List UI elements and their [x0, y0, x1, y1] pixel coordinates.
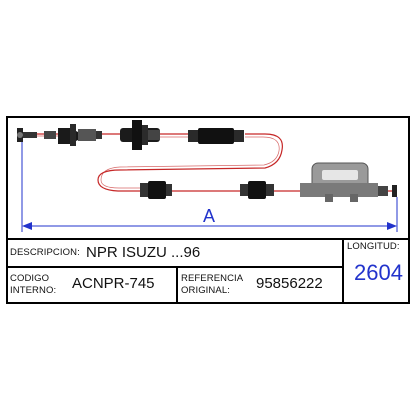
dimension-a-label: A — [203, 206, 215, 226]
lower-left-sleeve — [140, 181, 172, 199]
title-block — [6, 238, 410, 304]
title-block-divider-horizontal — [6, 266, 344, 268]
length-label: LONGITUD: — [347, 241, 400, 252]
right-end-fitting — [378, 185, 397, 197]
lower-middle-sleeve — [240, 181, 274, 199]
internal-code-value: ACNPR-745 — [72, 275, 155, 292]
firewall-grommet — [120, 120, 160, 150]
title-block-divider-codes — [176, 266, 178, 304]
description-label: DESCRIPCION: — [10, 247, 80, 258]
original-ref-value: 95856222 — [256, 275, 323, 292]
original-ref-label-line2: ORIGINAL: — [181, 285, 230, 296]
title-block-divider-length — [342, 238, 344, 304]
internal-code-label-line1: CODIGO — [10, 273, 50, 284]
mounting-bracket — [300, 162, 378, 202]
dimension-a: A — [21, 142, 398, 232]
left-adjuster — [44, 124, 102, 146]
original-ref-label-line1: REFERENCIA — [181, 273, 244, 284]
description-value: NPR ISUZU ...96 — [86, 244, 201, 261]
length-value: 2604 — [354, 260, 403, 285]
left-eyelet-end — [17, 128, 37, 142]
internal-code-label-line2: INTERNO: — [10, 285, 57, 296]
upper-sleeve — [188, 128, 244, 144]
